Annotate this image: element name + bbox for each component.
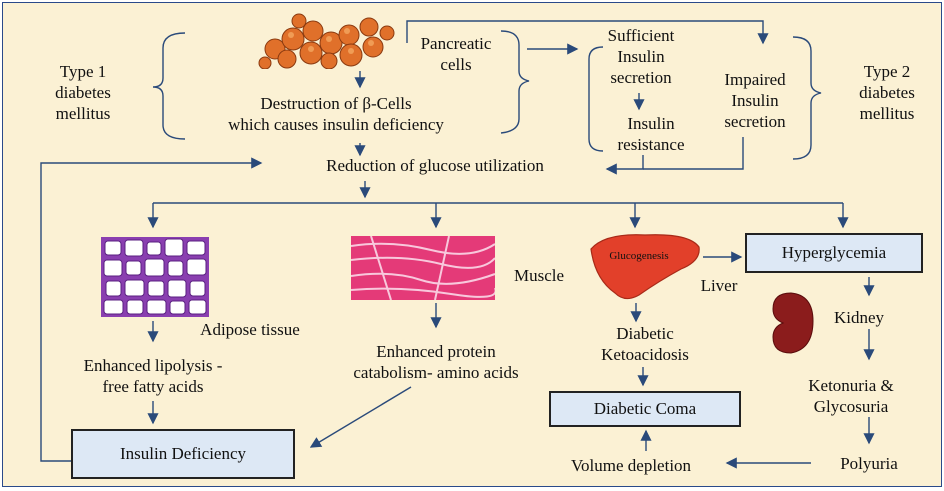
hyperglycemia-box: Hyperglycemia [745,233,923,273]
liver-image [590,234,700,300]
resistance-label: Insulin resistance [595,113,707,155]
protein-line1: Enhanced protein [376,342,496,361]
protein-line2: catabolism- amino acids [353,363,519,382]
type1-line1: Type 1 [59,62,107,81]
impaired-line1: Impaired [724,70,786,89]
sufficient-line3: secretion [610,68,672,87]
liver-label: Liver [700,276,738,295]
ketoacidosis-line1: Diabetic [616,324,674,343]
ketoacidosis-line2: Ketoacidosis [601,345,689,364]
destruction-label: Destruction of β-Cells which causes insu… [171,93,501,135]
resistance-line2: resistance [617,135,685,154]
type2-left-bracket [588,46,604,152]
diabetic-coma-box: Diabetic Coma [549,391,741,427]
impaired-line2: Insulin [731,91,779,110]
pancreatic-line1: Pancreatic [420,34,492,53]
pancreatic-brace [500,30,530,134]
protein-label: Enhanced protein catabolism- amino acids [321,341,551,383]
impaired-label: Impaired Insulin secretion [703,69,807,132]
type1-label: Type 1 diabetes mellitus [33,61,133,124]
sufficient-label: Sufficient Insulin secretion [589,25,693,88]
type2-brace [792,36,822,160]
pancreatic-line2: cells [440,55,472,74]
destruction-line1: Destruction of β-Cells [260,94,412,113]
kidney-image [772,292,814,354]
insulin-deficiency-box: Insulin Deficiency [71,429,295,479]
arrows-layer [40,20,875,469]
adipose-tissue-image [101,237,209,317]
adipose-tissue-label: Adipose tissue [200,320,300,339]
kidney-label: Kidney [833,308,885,327]
arrow-protein-deficiency [309,386,412,448]
type1-brace [152,32,186,140]
volume-depletion-label: Volume depletion [570,456,692,475]
muscle-label: Muscle [513,266,565,285]
reduction-label: Reduction of glucose utilization [326,156,544,175]
sufficient-line2: Insulin [617,47,665,66]
arrow-top-connector [406,20,769,45]
arrow-feedback-loop [40,157,263,462]
arrow-resistance-reduction [605,155,644,175]
polyuria-label: Polyuria [840,454,898,473]
arrow-impaired-reduction [643,137,744,170]
type1-line3: mellitus [55,104,111,123]
sufficient-line1: Sufficient [607,26,675,45]
type2-line2: diabetes [859,83,915,102]
ketonuria-line1: Ketonuria & [808,376,894,395]
muscle-tissue-image [351,236,495,300]
type2-line3: mellitus [859,104,915,123]
resistance-line1: Insulin [627,114,675,133]
ketoacidosis-label: Diabetic Ketoacidosis [583,323,707,365]
type2-line1: Type 2 [863,62,911,81]
pancreatic-cells-label: Pancreatic cells [401,33,511,75]
lipolysis-line2: free fatty acids [102,377,204,396]
ketonuria-label: Ketonuria & Glycosuria [781,375,921,417]
type1-line2: diabetes [55,83,111,102]
lipolysis-line1: Enhanced lipolysis - [83,356,223,375]
lipolysis-label: Enhanced lipolysis - free fatty acids [53,355,253,397]
gluconeogenesis-label: Glucogenesis [609,250,669,262]
destruction-line2: which causes insulin deficiency [228,115,444,134]
ketonuria-line2: Glycosuria [813,397,889,416]
type2-label: Type 2 diabetes mellitus [835,61,939,124]
beta-cells-image [258,13,395,69]
impaired-line3: secretion [724,112,786,131]
